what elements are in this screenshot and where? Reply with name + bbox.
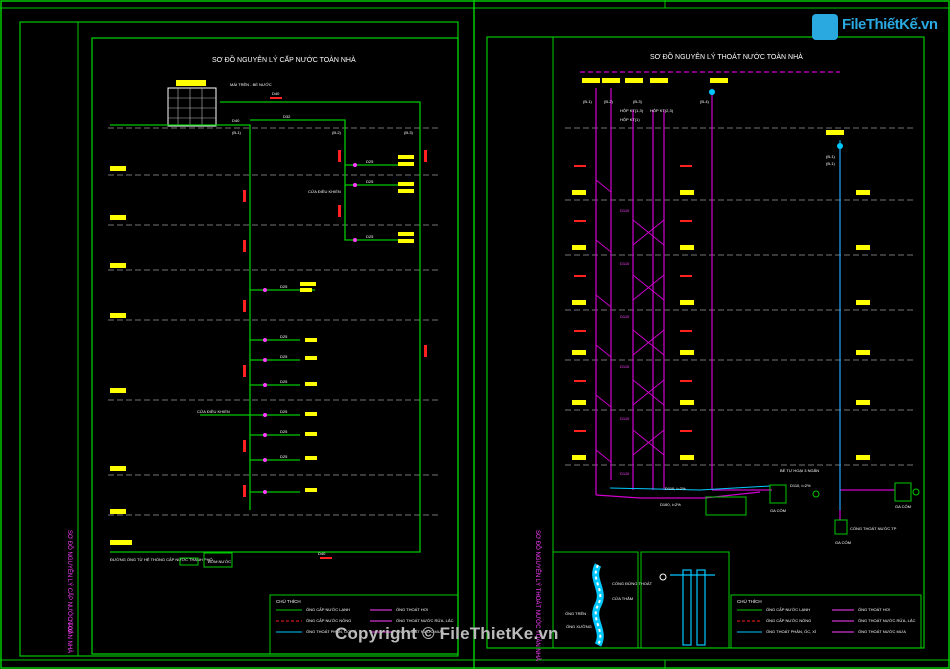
svg-text:ỐNG THOÁT HƠI: ỐNG THOÁT HƠI [396, 607, 428, 612]
svg-text:D110, i=2%: D110, i=2% [665, 486, 686, 491]
roof-tank [167, 87, 217, 127]
svg-text:BỂ TỰ HOẠI 3 NGĂN: BỂ TỰ HOẠI 3 NGĂN [780, 468, 819, 473]
svg-text:(B-3): (B-3) [633, 99, 643, 104]
legend-left: CHÚ THÍCH ỐNG CẤP NƯỚC LẠNH ỐNG CẤP NƯỚC… [269, 594, 459, 655]
logo-text: FileThiếtKế.vn [842, 16, 938, 33]
supply-pipes [110, 101, 421, 553]
svg-text:D25: D25 [280, 454, 288, 459]
left-sheet-no: N-02 [66, 620, 72, 634]
svg-text:ĐƯỜNG ỐNG TỪ HỆ THỐNG CẤP NƯỚC: ĐƯỜNG ỐNG TỪ HỆ THỐNG CẤP NƯỚC THÀNH PHỐ [110, 557, 213, 562]
svg-text:D25: D25 [280, 284, 288, 289]
copyright-watermark: Copyright © FileThietKe.vn [335, 624, 559, 643]
svg-text:GA CỐM: GA CỐM [770, 508, 786, 513]
svg-text:CHÚ THÍCH: CHÚ THÍCH [737, 598, 762, 604]
left-fixtures [263, 163, 357, 494]
right-floor-lines [565, 127, 915, 466]
right-sheet: SƠ ĐỒ NGUYÊN LÝ THOÁT NƯỚC TOÀN NHÀ [486, 36, 925, 661]
svg-text:D110: D110 [620, 471, 630, 476]
svg-text:D110: D110 [620, 208, 630, 213]
svg-text:D160, i=2%: D160, i=2% [660, 502, 681, 507]
svg-text:D25: D25 [366, 159, 374, 164]
svg-text:D25: D25 [280, 429, 288, 434]
svg-text:ỐNG THOÁT PHÂN, ỐC, XÍ: ỐNG THOÁT PHÂN, ỐC, XÍ [766, 629, 817, 634]
right-side-title: SƠ ĐỒ NGUYÊN LÝ THOÁT NƯỚC TOÀN NHÀ [534, 530, 542, 661]
svg-text:D110: D110 [620, 416, 630, 421]
svg-text:ỐNG THOÁT NƯỚC MƯA: ỐNG THOÁT NƯỚC MƯA [396, 629, 444, 634]
svg-text:(B-1): (B-1) [826, 161, 836, 166]
svg-text:CHÚ THÍCH: CHÚ THÍCH [276, 598, 301, 604]
svg-text:GA CỐM: GA CỐM [895, 504, 911, 509]
svg-text:ỐNG THOÁT PHÂN, ỐC, XÍ: ỐNG THOÁT PHÂN, ỐC, XÍ [306, 629, 357, 634]
left-side-title: SƠ ĐỒ NGUYÊN LÝ CẤP NƯỚC TOÀN NHÀ [66, 530, 74, 653]
left-yellow-tags [110, 155, 414, 545]
svg-text:D25: D25 [280, 379, 288, 384]
svg-text:HỘP KT(2,3): HỘP KT(2,3) [650, 108, 674, 113]
svg-text:ỐNG CẤP NƯỚC NÓNG: ỐNG CẤP NƯỚC NÓNG [306, 618, 351, 623]
drain-pipes [580, 71, 895, 520]
right-yellow-tags [572, 78, 870, 460]
svg-text:D25: D25 [366, 234, 374, 239]
svg-text:CỐNG ĐỨNG THOÁT: CỐNG ĐỨNG THOÁT [612, 581, 653, 586]
svg-text:D40: D40 [272, 91, 280, 96]
svg-text:ỐNG XƯỞNG: ỐNG XƯỞNG [566, 624, 592, 629]
svg-text:D110, i=2%: D110, i=2% [790, 483, 811, 488]
svg-text:MÁI TRÊN - BỂ NƯỚC: MÁI TRÊN - BỂ NƯỚC [230, 82, 272, 87]
svg-text:HỘP KT(1,3): HỘP KT(1,3) [620, 108, 644, 113]
svg-text:D40: D40 [318, 551, 326, 556]
svg-text:D110: D110 [620, 314, 630, 319]
svg-text:CỬA ĐIỀU KHIỂN: CỬA ĐIỀU KHIỂN [308, 189, 341, 194]
svg-text:ỐNG CẤP NƯỚC LẠNH: ỐNG CẤP NƯỚC LẠNH [766, 607, 810, 612]
svg-text:HỘP KT(1): HỘP KT(1) [620, 117, 640, 122]
svg-text:ỐNG TRÊN: ỐNG TRÊN [565, 611, 586, 616]
site-logo[interactable]: FileThiếtKế.vn [812, 14, 938, 44]
svg-text:ỐNG THOÁT HƠI: ỐNG THOÁT HƠI [858, 607, 890, 612]
svg-text:(B-1): (B-1) [232, 130, 242, 135]
svg-text:(B-1): (B-1) [826, 154, 836, 159]
svg-text:(B-2): (B-2) [604, 99, 614, 104]
svg-text:(B-2): (B-2) [332, 130, 342, 135]
manholes [705, 482, 920, 535]
logo-icon [812, 14, 838, 40]
svg-text:ỐNG THOÁT NƯỚC RỬA, LẮC: ỐNG THOÁT NƯỚC RỬA, LẮC [396, 618, 454, 623]
svg-text:ỐNG THOÁT NƯỚC MƯA: ỐNG THOÁT NƯỚC MƯA [858, 629, 906, 634]
left-sheet: SƠ ĐỒ NGUYÊN LÝ CẤP NƯỚC TOÀN NHÀ MÁI TR… [19, 21, 459, 657]
svg-text:D110: D110 [620, 364, 630, 369]
svg-text:D25: D25 [280, 409, 288, 414]
left-floor-lines [108, 127, 440, 516]
svg-text:D25: D25 [280, 334, 288, 339]
svg-text:CỬA ĐIỀU KHIỂN: CỬA ĐIỀU KHIỂN [197, 409, 230, 414]
left-red-markers [243, 97, 427, 559]
svg-text:GA CỐM: GA CỐM [835, 540, 851, 545]
cyan-pipes [609, 140, 841, 510]
svg-text:ỐNG THOÁT NƯỚC RỬA, LẮC: ỐNG THOÁT NƯỚC RỬA, LẮC [858, 618, 916, 623]
svg-text:CỬA THĂM: CỬA THĂM [612, 596, 633, 601]
svg-text:D32: D32 [283, 114, 291, 119]
svg-text:(B-1): (B-1) [583, 99, 593, 104]
legend-right: CHÚ THÍCH ỐNG CẤP NƯỚC LẠNH ỐNG CẤP NƯỚC… [730, 594, 922, 649]
svg-text:BƠM NƯỚC: BƠM NƯỚC [208, 559, 231, 564]
svg-text:D25: D25 [280, 354, 288, 359]
svg-text:ỐNG CẤP NƯỚC NÓNG: ỐNG CẤP NƯỚC NÓNG [766, 618, 811, 623]
right-title: SƠ ĐỒ NGUYÊN LÝ THOÁT NƯỚC TOÀN NHÀ [650, 51, 803, 61]
svg-text:D40: D40 [232, 118, 240, 123]
svg-text:CỐNG THOÁT NƯỚC TP: CỐNG THOÁT NƯỚC TP [850, 526, 897, 531]
svg-text:D110: D110 [620, 261, 630, 266]
detail-drawings: CỐNG ĐỨNG THOÁT CỬA THĂM ỐNG TRÊN ỐNG XƯ… [552, 551, 730, 649]
right-red-markers [574, 165, 692, 432]
svg-text:ỐNG CẤP NƯỚC LẠNH: ỐNG CẤP NƯỚC LẠNH [306, 607, 350, 612]
left-title: SƠ ĐỒ NGUYÊN LÝ CẤP NƯỚC TOÀN NHÀ [212, 54, 356, 64]
svg-text:(B-4): (B-4) [700, 99, 710, 104]
svg-text:D25: D25 [366, 179, 374, 184]
svg-text:(B-3): (B-3) [404, 130, 414, 135]
drain-branches [595, 179, 665, 463]
